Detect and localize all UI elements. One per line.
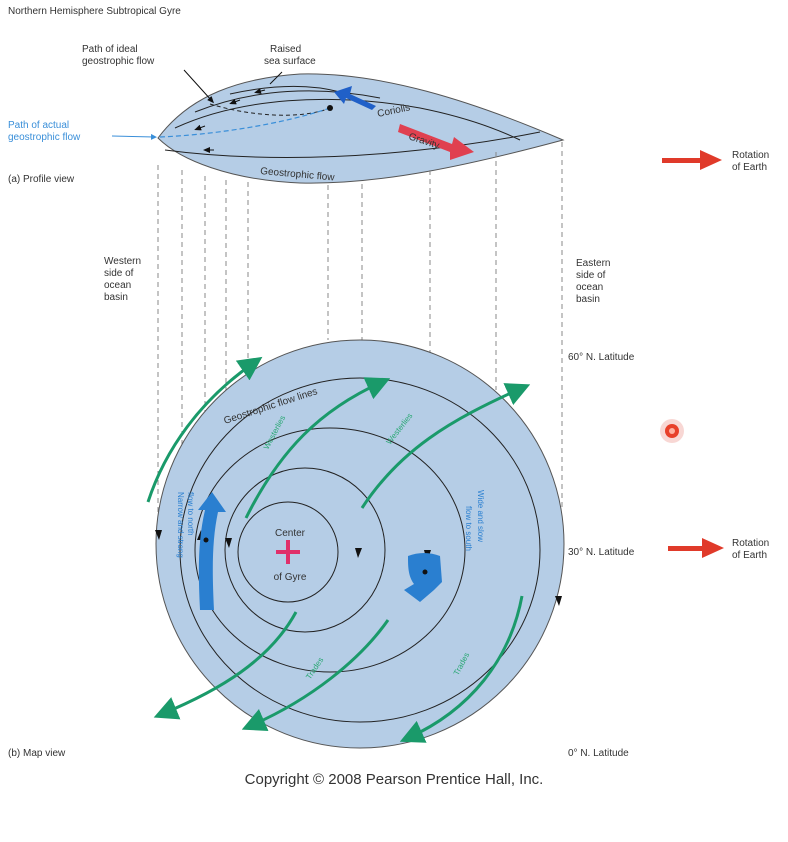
western-boundary-label-2: flow to north (186, 492, 195, 536)
eastern-side-label-4: basin (576, 294, 600, 305)
rotation-arrow-top (662, 150, 722, 170)
contour-arrow (194, 124, 206, 131)
eastern-side-label-1: Eastern (576, 258, 611, 269)
ideal-path-label-2: geostrophic flow (82, 56, 155, 67)
trades-wind-arrow-3 (399, 595, 524, 743)
cursor-highlight (660, 419, 684, 443)
eastern-side-label-3: ocean (576, 282, 604, 293)
rotation-label-bottom-2: of Earth (732, 550, 768, 561)
western-side-label-1: Western (104, 256, 142, 267)
rotation-label-top-1: Rotation (732, 150, 770, 161)
actual-path-label-1: Path of actual (8, 120, 70, 131)
westerlies-wind-arrow-3 (360, 383, 531, 509)
western-boundary-label-1: Narrow and strong (176, 492, 185, 558)
profile-view: Coriolis Gravity Geostrophic flow (111, 69, 565, 184)
rotation-arrow-bottom (668, 538, 724, 558)
map-water-parcel-west (203, 537, 209, 543)
raised-label-1: Raised (270, 44, 302, 55)
western-side-label-4: basin (104, 292, 128, 303)
actual-leader (111, 133, 157, 140)
profile-contour-4 (164, 131, 541, 158)
eastern-side-label-2: side of (576, 270, 606, 281)
gravity-arrow (398, 124, 474, 160)
eastern-boundary-current-arrow (404, 553, 442, 602)
latitude-0-label: 0° N. Latitude (568, 748, 629, 759)
westerlies-wind-arrow-2 (244, 377, 391, 519)
flow-ring-4 (237, 501, 339, 603)
raised-sea-surface (157, 73, 565, 184)
raised-leader (269, 71, 283, 85)
ocean-basin (155, 339, 565, 749)
actual-flow-path (159, 107, 331, 138)
flow-ring-1 (179, 377, 541, 723)
profile-contour-3 (229, 85, 341, 95)
trades-wind-arrow-1 (153, 611, 298, 720)
ideal-path-label-1: Path of ideal (82, 44, 138, 55)
center-of-gyre-marker (276, 540, 300, 564)
eastern-boundary-label-1: Wide and slow (476, 490, 485, 542)
trades-wind-arrow-2 (241, 619, 390, 732)
coriolis-arrow (334, 86, 376, 110)
ideal-leader (183, 69, 215, 104)
profile-contour-2 (194, 90, 381, 113)
center-label-2: of Gyre (274, 572, 307, 583)
ideal-flow-path (209, 103, 331, 116)
eastern-boundary-label-2: flow to south (464, 506, 473, 551)
map-water-parcel-east (422, 569, 428, 575)
flow-ring-3 (224, 467, 386, 633)
western-side-label-3: ocean (104, 280, 132, 291)
latitude-60-label: 60° N. Latitude (568, 352, 635, 363)
rotation-label-top-2: of Earth (732, 162, 768, 173)
profile-view-label: (a) Profile view (8, 174, 75, 185)
westerlies-wind-arrow-1 (146, 356, 263, 503)
contour-arrow (254, 88, 266, 94)
diagram-title: Northern Hemisphere Subtropical Gyre (8, 6, 181, 17)
center-label-1: Center (275, 528, 306, 539)
map-view-label: (b) Map view (8, 748, 66, 759)
raised-label-2: sea surface (264, 56, 316, 67)
rotation-label-bottom-1: Rotation (732, 538, 770, 549)
actual-path-label-2: geostrophic flow (8, 132, 81, 143)
western-side-label-2: side of (104, 268, 134, 279)
water-parcel (327, 105, 333, 111)
western-boundary-current-arrow (198, 492, 226, 610)
flow-ring-2 (194, 427, 466, 673)
map-view: Geostrophic flow lines Center of Gyre We… (146, 339, 565, 749)
copyright-notice: Copyright © 2008 Pearson Prentice Hall, … (244, 771, 544, 788)
latitude-30-label: 30° N. Latitude (568, 547, 635, 558)
contour-arrow (229, 98, 241, 105)
